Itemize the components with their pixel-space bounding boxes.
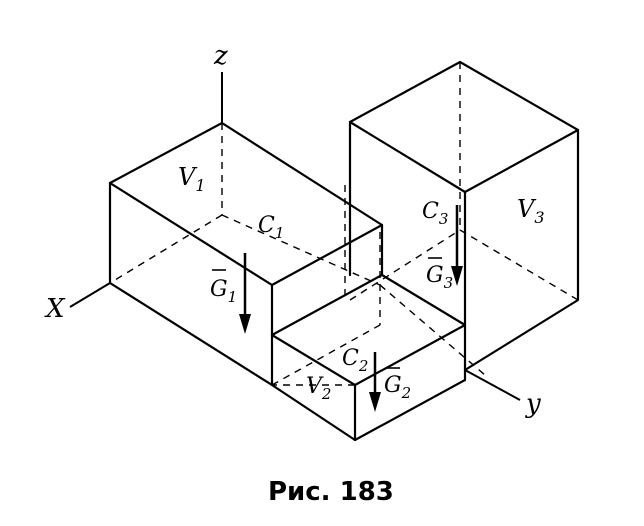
volume-label-v3: V3: [517, 195, 545, 227]
arrow-g1-head: [239, 314, 251, 334]
volume-label-v2: V2: [306, 374, 331, 403]
axis-label-x: X: [44, 294, 66, 324]
weight-label-g3: G3: [426, 263, 453, 292]
weight-arrows: [239, 205, 463, 412]
center-label-c3: C3: [422, 199, 448, 228]
axis-labels: z X y: [44, 41, 541, 419]
weight-labels: G1 G2 G3: [210, 257, 453, 402]
arrow-g2-head: [369, 392, 381, 412]
axis-label-z: z: [213, 41, 228, 71]
center-labels: C1 C2 C3: [258, 199, 448, 375]
axis-label-y: y: [525, 389, 541, 419]
coordinate-axes: [69, 72, 521, 401]
center-label-c2: C2: [342, 346, 368, 375]
block-v2-edges: [270, 223, 467, 442]
hidden-lines: [109, 62, 579, 386]
weight-label-g1: G1: [210, 277, 237, 306]
weight-label-g2: G2: [384, 373, 411, 402]
block-v3-edges: [348, 60, 580, 372]
x-axis: [69, 282, 111, 308]
center-label-c1: C1: [258, 213, 284, 242]
figure-caption: Рис. 183: [268, 477, 394, 507]
volume-labels: V1 V2 V3: [178, 163, 545, 403]
volume-label-v1: V1: [178, 163, 206, 195]
y-axis: [464, 369, 521, 401]
arrow-g3-head: [451, 266, 463, 286]
